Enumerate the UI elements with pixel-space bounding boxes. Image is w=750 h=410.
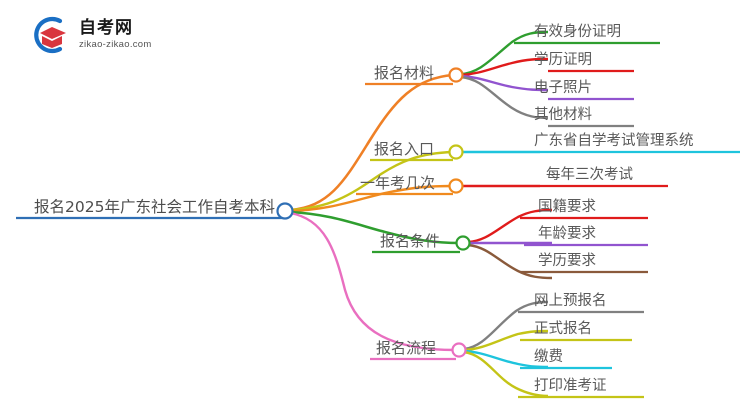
connector-liucheng-to-zhunkaozheng xyxy=(463,350,549,398)
connector-cailiao-to-shenfen xyxy=(460,30,549,76)
leaf-label-meinian-sanci[interactable]: 每年三次考试 xyxy=(546,167,633,183)
node-baoming-liucheng[interactable] xyxy=(451,342,467,358)
logo-mark-icon xyxy=(28,15,72,55)
leaf-label-xueli-zhengming[interactable]: 学历证明 xyxy=(534,52,592,68)
node-yinian-kaojici[interactable] xyxy=(448,178,464,194)
site-logo[interactable]: 自考网 zikao-zikao.com xyxy=(28,12,203,58)
leaf-label-guoji-yaoqiu[interactable]: 国籍要求 xyxy=(538,199,596,215)
leaf-label-qita-cailiao[interactable]: 其他材料 xyxy=(534,107,592,123)
connector-cailiao-to-qita xyxy=(460,75,549,120)
leaf-label-dianzi-zhaopian[interactable]: 电子照片 xyxy=(534,80,592,96)
node-root[interactable] xyxy=(276,202,294,220)
branch-label-baoming-liucheng[interactable]: 报名流程 xyxy=(376,339,437,357)
logo-subtitle: zikao-zikao.com xyxy=(79,39,152,51)
leaf-label-zhengshi-baoming[interactable]: 正式报名 xyxy=(534,321,592,337)
connector-liucheng-to-yubaoming xyxy=(463,300,549,351)
branch-label-baoming-rukou[interactable]: 报名入口 xyxy=(374,140,435,158)
connector-tiaojian-to-xueli-yaoqiu xyxy=(467,243,553,280)
connector-cailiao-to-xueli xyxy=(460,57,549,77)
leaf-label-youxiao-shenfen-zhengming[interactable]: 有效身份证明 xyxy=(534,24,621,40)
leaf-label-guangdong-system[interactable]: 广东省自学考试管理系统 xyxy=(534,133,694,149)
connector-tiaojian-to-guoji xyxy=(467,208,553,244)
leaf-label-nianling-yaoqiu[interactable]: 年龄要求 xyxy=(538,226,596,242)
connector-root-to-baoming-tiaojian xyxy=(289,210,461,245)
leaf-label-dayin-zhunkaozheng[interactable]: 打印准考证 xyxy=(534,378,607,394)
branch-label-yinian-kaojici[interactable]: 一年考几次 xyxy=(360,174,436,192)
logo-title: 自考网 xyxy=(79,18,133,39)
connector-liucheng-to-zhengshi xyxy=(463,329,549,352)
node-baoming-cailiao[interactable] xyxy=(448,67,464,83)
root-node-label[interactable]: 报名2025年广东社会工作自考本科 xyxy=(34,198,275,216)
connector-root-to-baoming-rukou xyxy=(289,150,454,212)
connector-root-to-baoming-liucheng xyxy=(289,211,457,352)
leaf-label-xueli-yaoqiu[interactable]: 学历要求 xyxy=(538,253,596,269)
leaf-label-jiaofei[interactable]: 缴费 xyxy=(534,349,563,365)
branch-label-baoming-tiaojian[interactable]: 报名条件 xyxy=(380,232,441,250)
connector-cailiao-to-zhaopian xyxy=(460,74,549,92)
leaf-label-wangshang-yubaoming[interactable]: 网上预报名 xyxy=(534,293,607,309)
branch-label-baoming-cailiao[interactable]: 报名材料 xyxy=(374,64,435,82)
node-baoming-rukou[interactable] xyxy=(448,144,464,160)
node-baoming-tiaojian[interactable] xyxy=(455,235,471,251)
